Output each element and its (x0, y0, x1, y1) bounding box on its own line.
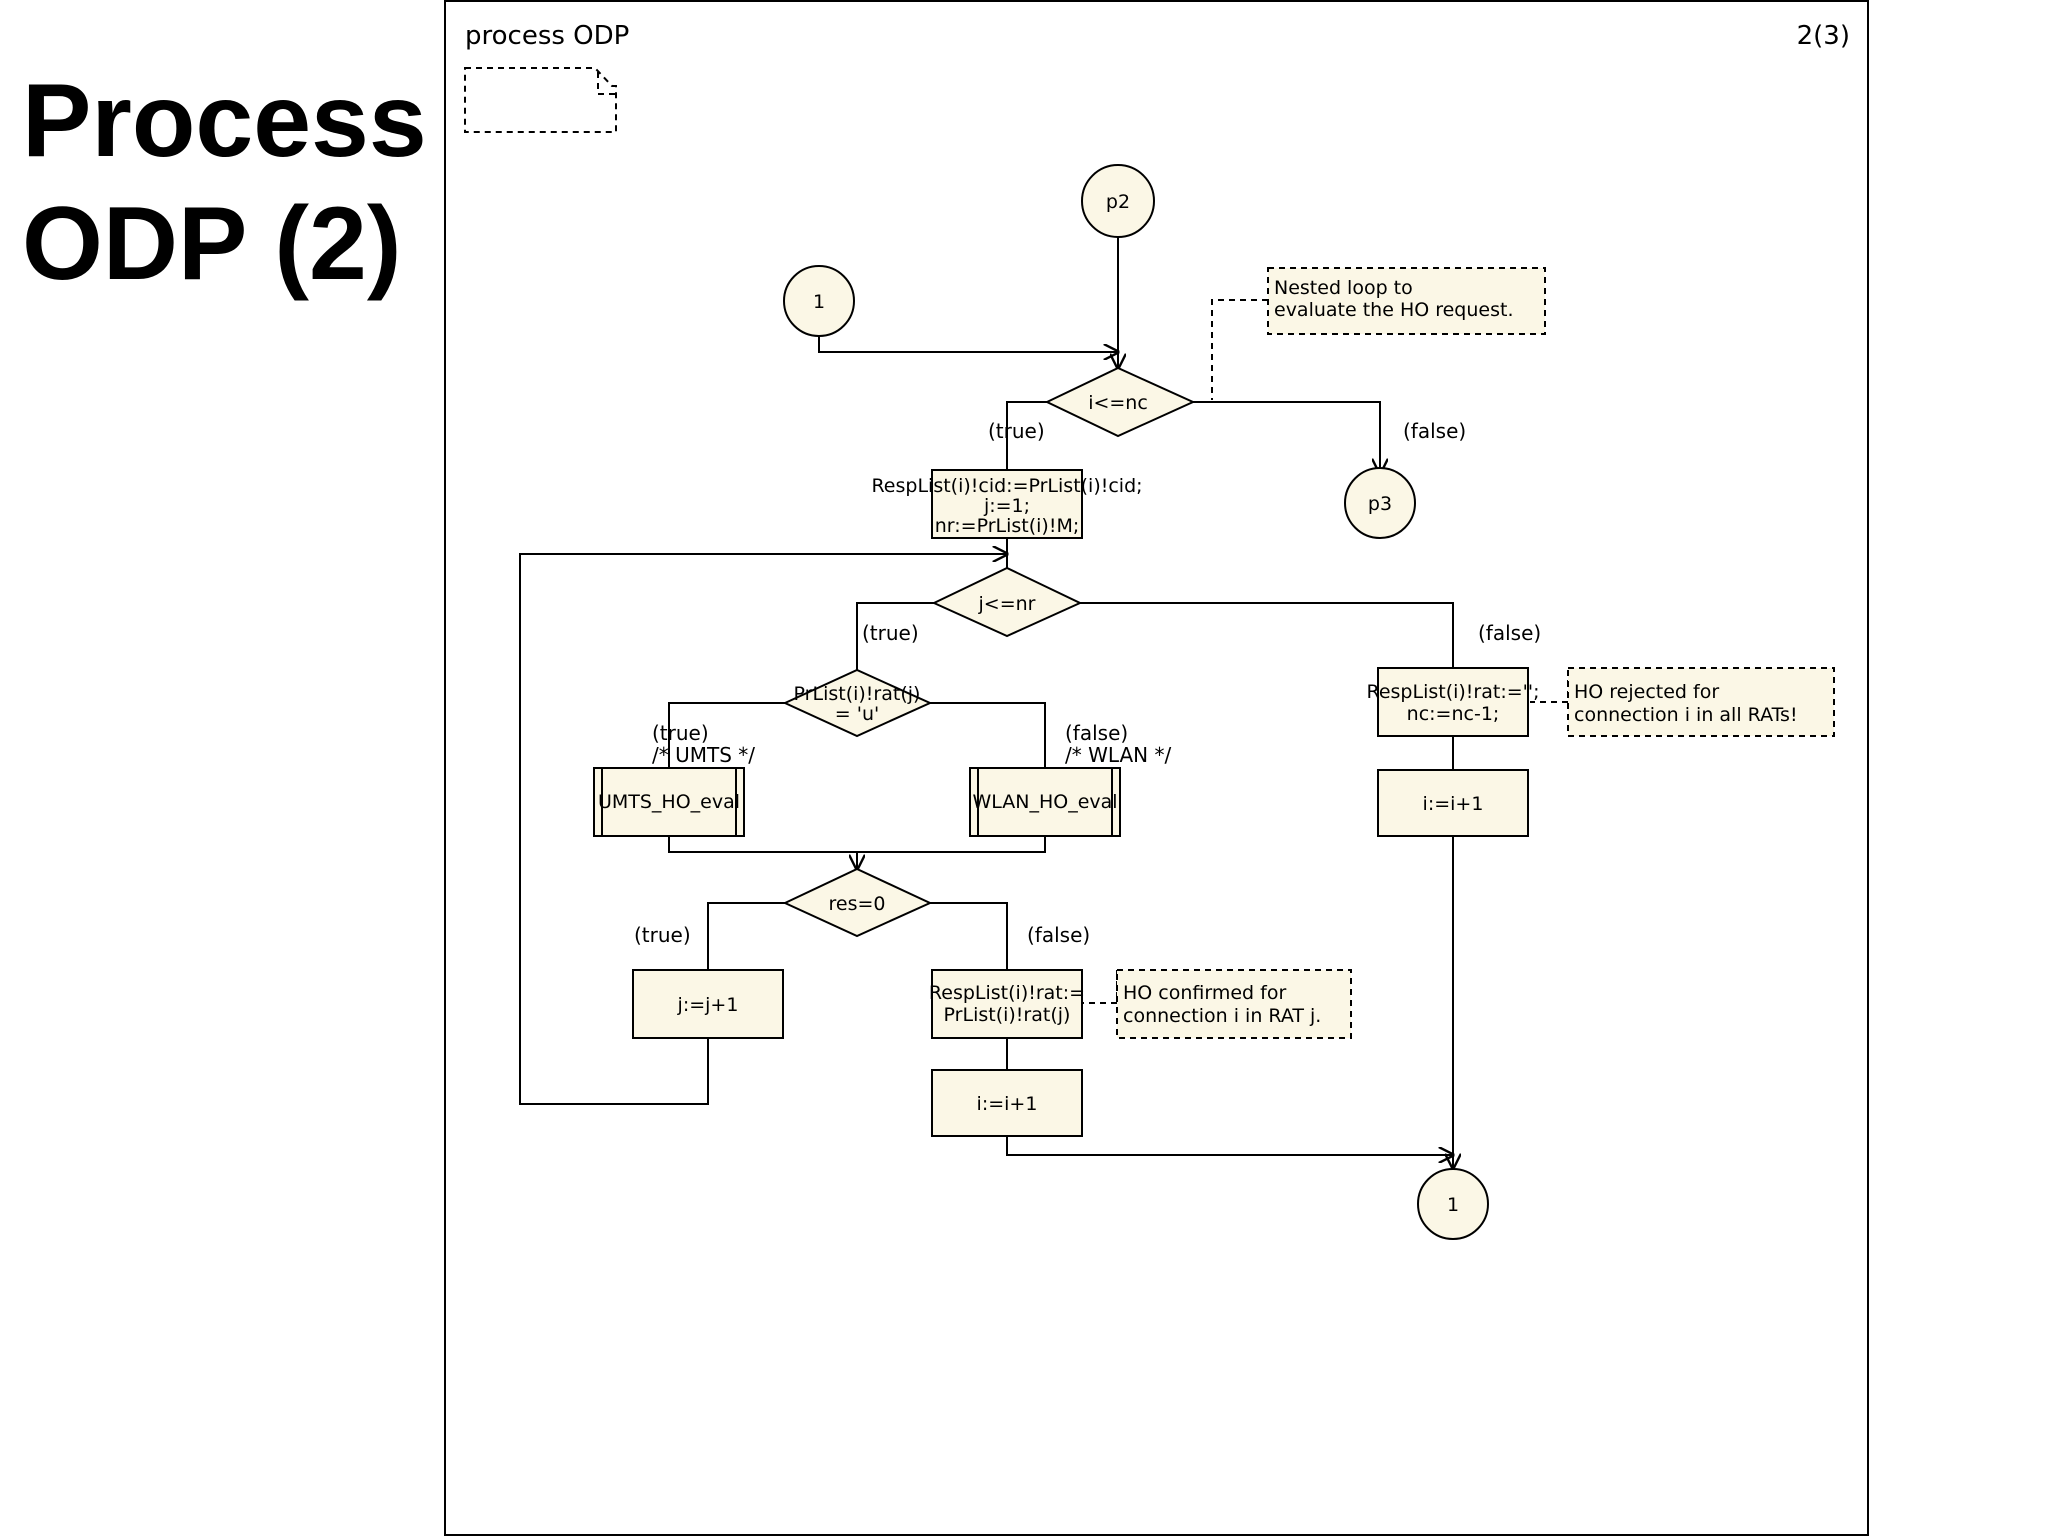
procedure-wlan (969, 767, 1121, 837)
procedure-wlan-label: WLAN_HO_eval (972, 791, 1117, 813)
label-false-4: (false) (1027, 923, 1090, 947)
connector-1-top (783, 265, 855, 337)
decision-rat-is-u (782, 668, 933, 738)
slide-title-line1: Process (22, 63, 427, 179)
task-inc-i-bottom-label: i:=i+1 (977, 1093, 1038, 1115)
label-true-3: (true) (652, 721, 709, 745)
decision-i-le-nc-label: i<=nc (1088, 392, 1148, 414)
comment-rejected-line2: connection i in all RATs! (1574, 704, 1798, 726)
label-false-2: (false) (1478, 621, 1541, 645)
label-true-4: (true) (634, 923, 691, 947)
label-false-3: (false) (1065, 721, 1128, 745)
frame-name: process ODP (465, 21, 629, 51)
flow-rat-false (930, 702, 1046, 768)
task-reject-line2: nc:=nc-1; (1407, 703, 1500, 725)
decision-rat-line2: = 'u' (835, 703, 879, 725)
task-inc-j (632, 969, 784, 1039)
comment-confirmed-line2: connection i in RAT j. (1123, 1005, 1321, 1027)
comment-confirmed-line1: HO confirmed for (1123, 982, 1286, 1004)
decision-j-le-nr-label: j<=nr (978, 593, 1036, 615)
decision-res0 (782, 867, 933, 938)
task-reject (1377, 667, 1529, 737)
slide-title-line2: ODP (2) (22, 186, 402, 302)
flow-inc-to-join (1006, 1136, 1453, 1155)
flow-j-false (1080, 602, 1454, 668)
comment-rejected-line1: HO rejected for (1574, 681, 1719, 703)
slide-title: Process ODP (2) (22, 60, 442, 306)
task-inc-i-bottom (931, 1069, 1083, 1137)
connector-p3 (1344, 467, 1416, 539)
task-inc-i-right (1377, 769, 1529, 837)
decision-j-le-nr (931, 566, 1083, 638)
task-confirm-line1: RespList(i)!rat:= (929, 982, 1085, 1004)
flow-res-true (707, 902, 785, 970)
task-init-line1: RespList(i)!cid:=PrList(i)!cid; (871, 475, 1142, 497)
task-confirm-line2: PrList(i)!rat(j) (944, 1004, 1071, 1026)
task-init (931, 469, 1083, 539)
label-true-1: (true) (988, 419, 1045, 443)
page-number: 2(3) (1797, 21, 1850, 51)
task-init-line2: j:=1; (983, 495, 1030, 517)
flow-loop-back (519, 554, 1007, 1105)
text-symbol-icon (464, 67, 617, 133)
task-confirm (931, 969, 1083, 1039)
connector-1-bottom (1417, 1168, 1489, 1240)
label-true-2: (true) (862, 621, 919, 645)
decision-i-le-nc (1044, 366, 1196, 438)
flow-i-false (1193, 401, 1380, 473)
comment-confirmed (1116, 969, 1352, 1039)
flow-res-false (930, 902, 1008, 970)
connector-1-top-label: 1 (813, 291, 825, 313)
connector-p3-label: p3 (1368, 493, 1392, 515)
task-init-line3: nr:=PrList(i)!M; (935, 515, 1080, 537)
connector-p2 (1081, 164, 1155, 238)
decision-rat-line1: PrList(i)!rat(j) (794, 683, 921, 705)
flow-rat-true (668, 702, 785, 768)
label-umts-comment: /* UMTS */ (652, 743, 755, 767)
task-reject-line1: RespList(i)!rat:=''; (1366, 681, 1539, 703)
decision-res0-label: res=0 (829, 893, 886, 915)
task-inc-j-label: j:=j+1 (677, 994, 739, 1016)
comment-nested-line1: Nested loop to (1274, 277, 1413, 299)
comment-nested-loop (1267, 267, 1546, 335)
procedure-umts (593, 767, 745, 837)
comment-rejected (1567, 667, 1835, 737)
connector-p2-label: p2 (1106, 191, 1130, 213)
comment-nested-line2: evaluate the HO request. (1274, 299, 1514, 321)
flow-i-true (1006, 401, 1047, 470)
label-false-1: (false) (1403, 419, 1466, 443)
procedure-umts-label: UMTS_HO_eval (598, 791, 740, 813)
task-inc-i-right-label: i:=i+1 (1423, 793, 1484, 815)
flow-j-true (856, 602, 934, 670)
connector-1-bottom-label: 1 (1447, 1194, 1459, 1216)
label-wlan-comment: /* WLAN */ (1065, 743, 1171, 767)
